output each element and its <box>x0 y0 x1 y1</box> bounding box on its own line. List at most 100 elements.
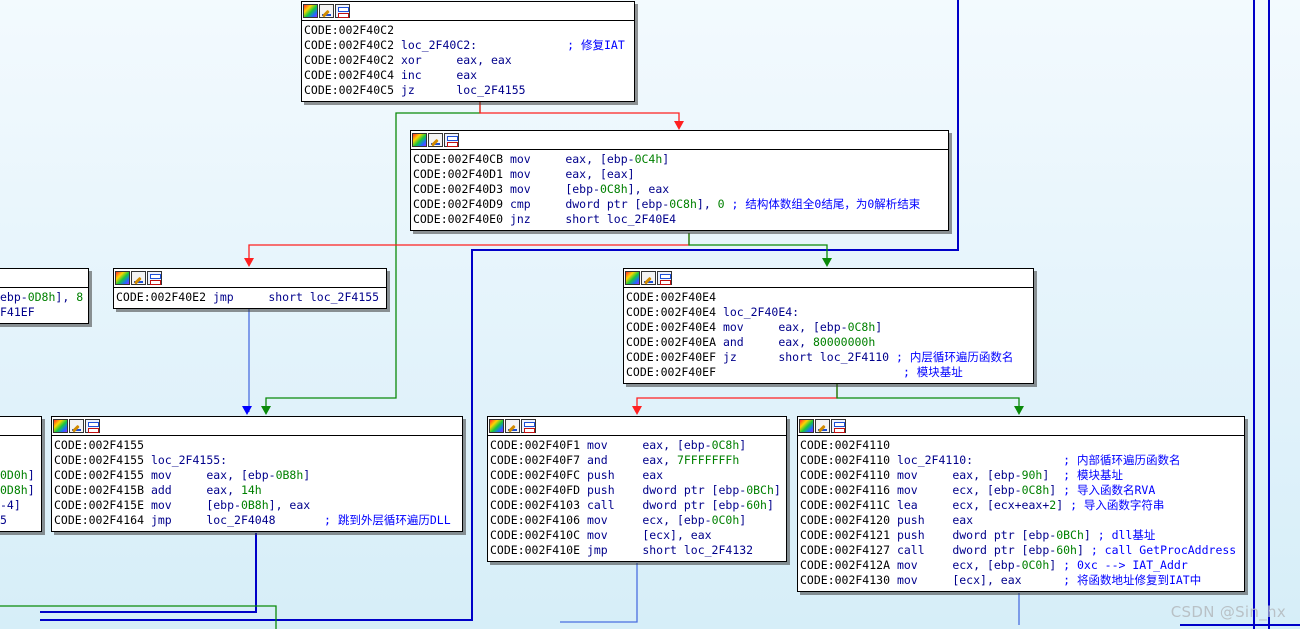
code-line[interactable] <box>0 438 39 453</box>
code-address: CODE:002F4110 <box>800 453 897 467</box>
code-line[interactable]: CODE:002F40D1 mov eax, [eax] <box>413 167 946 182</box>
edge-jz-fall <box>479 101 680 126</box>
code-instruction: ], <box>696 197 718 211</box>
code-line[interactable]: F41EF <box>0 305 86 320</box>
color-palette-icon[interactable] <box>489 419 504 433</box>
code-line[interactable]: CODE:002F4110 <box>800 438 1242 453</box>
code-line[interactable]: CODE:002F4103 call dword ptr [ebp-60h] <box>490 498 784 513</box>
node-header <box>0 417 41 436</box>
code-line[interactable]: CODE:002F40C2 <box>304 23 632 38</box>
rename-pencil-icon[interactable] <box>641 271 656 285</box>
code-line[interactable] <box>0 453 39 468</box>
code-line[interactable]: CODE:002F40D3 mov [ebp-0C8h], eax <box>413 182 946 197</box>
color-palette-icon[interactable] <box>53 419 68 433</box>
code-number: 0C0h <box>1021 558 1050 572</box>
code-line[interactable]: CODE:002F4110 loc_2F4110: ; 内部循环遍历函数名 <box>800 453 1242 468</box>
node-code-lines: 0D0h]0D8h]-4]5 <box>0 436 41 531</box>
code-instruction: lea ecx, [ecx+eax+ <box>896 498 1050 512</box>
code-line[interactable]: CODE:002F40C5 jz loc_2F4155 <box>304 83 632 98</box>
code-line[interactable]: CODE:002F40EF jz short loc_2F4110 ; 内层循环… <box>626 350 1031 365</box>
code-line[interactable]: 0D8h] <box>0 483 39 498</box>
code-number: 0C4h <box>634 152 663 166</box>
graph-node-2F40F1[interactable]: CODE:002F40F1 mov eax, [ebp-0C8h]CODE:00… <box>487 416 787 562</box>
code-address: CODE:002F4110 <box>800 468 897 482</box>
code-address: CODE:002F4164 <box>54 513 151 527</box>
code-line[interactable]: ebp-0D8h], 8 <box>0 290 86 305</box>
graph-view-icon[interactable] <box>335 4 350 18</box>
code-line[interactable]: CODE:002F411C lea ecx, [ecx+eax+2] ; 导入函… <box>800 498 1242 513</box>
code-line[interactable]: CODE:002F4155 <box>54 438 460 453</box>
color-palette-icon[interactable] <box>115 271 130 285</box>
code-line[interactable]: CODE:002F4155 mov eax, [ebp-0B8h] <box>54 468 460 483</box>
graph-node-2F40E2[interactable]: CODE:002F40E2 jmp short loc_2F4155 <box>113 268 387 309</box>
code-line[interactable]: CODE:002F40F1 mov eax, [ebp-0C8h] <box>490 438 784 453</box>
node-header <box>624 269 1033 288</box>
code-line[interactable]: CODE:002F40CB mov eax, [ebp-0C4h] <box>413 152 946 167</box>
rename-pencil-icon[interactable] <box>815 419 830 433</box>
code-comment: ; 内部循环遍历函数名 <box>1063 453 1181 467</box>
code-line[interactable]: CODE:002F40E4 <box>626 290 1031 305</box>
code-line[interactable]: CODE:002F40F7 and eax, 7FFFFFFFh <box>490 453 784 468</box>
code-address: CODE:002F4103 <box>490 498 587 512</box>
code-line[interactable]: CODE:002F410C mov [ecx], eax <box>490 528 784 543</box>
code-line[interactable]: CODE:002F40C2 xor eax, eax <box>304 53 632 68</box>
code-line[interactable]: CODE:002F40C4 inc eax <box>304 68 632 83</box>
code-line[interactable]: 5 <box>0 513 39 528</box>
rename-pencil-icon[interactable] <box>505 419 520 433</box>
graph-view-icon[interactable] <box>831 419 846 433</box>
code-line[interactable]: CODE:002F40FC push eax <box>490 468 784 483</box>
code-line[interactable]: CODE:002F412A mov ecx, [ebp-0C0h] ; 0xc … <box>800 558 1242 573</box>
code-line[interactable]: -4] <box>0 498 39 513</box>
color-palette-icon[interactable] <box>799 419 814 433</box>
code-line[interactable]: CODE:002F410E jmp short loc_2F4132 <box>490 543 784 558</box>
code-line[interactable]: CODE:002F4106 mov ecx, [ebp-0C0h] <box>490 513 784 528</box>
color-palette-icon[interactable] <box>303 4 318 18</box>
rename-pencil-icon[interactable] <box>428 133 443 147</box>
code-instruction: mov eax, [ebp- <box>150 468 276 482</box>
graph-node-partial-left-lower[interactable]: 0D0h]0D8h]-4]5 <box>0 416 42 532</box>
code-line[interactable]: CODE:002F4121 push dword ptr [ebp-0BCh] … <box>800 528 1242 543</box>
code-line[interactable]: CODE:002F40E4 loc_2F40E4: <box>626 305 1031 320</box>
code-line[interactable]: CODE:002F40E2 jmp short loc_2F4155 <box>116 290 384 305</box>
code-address: CODE:002F40E4 <box>626 290 717 304</box>
node-header <box>52 417 462 436</box>
code-line[interactable]: CODE:002F40D9 cmp dword ptr [ebp-0C8h], … <box>413 197 946 212</box>
code-line[interactable]: CODE:002F4164 jmp loc_2F4048 ; 跳到外层循环遍历D… <box>54 513 460 528</box>
color-palette-icon[interactable] <box>625 271 640 285</box>
code-line[interactable]: CODE:002F40EA and eax, 80000000h <box>626 335 1031 350</box>
graph-view-icon[interactable] <box>147 271 162 285</box>
node-header <box>302 2 634 21</box>
code-line[interactable]: CODE:002F415B add eax, 14h <box>54 483 460 498</box>
code-line[interactable]: CODE:002F40E0 jnz short loc_2F40E4 <box>413 212 946 227</box>
code-line[interactable]: CODE:002F40E4 mov eax, [ebp-0C8h] <box>626 320 1031 335</box>
code-line[interactable]: CODE:002F4116 mov ecx, [ebp-0C8h] ; 导入函数… <box>800 483 1242 498</box>
rename-pencil-icon[interactable] <box>131 271 146 285</box>
code-line[interactable]: CODE:002F40C2 loc_2F40C2: ; 修复IAT <box>304 38 632 53</box>
graph-view-icon[interactable] <box>85 419 100 433</box>
code-line[interactable]: CODE:002F4110 mov eax, [ebp-90h] ; 模块基址 <box>800 468 1242 483</box>
rename-pencil-icon[interactable] <box>69 419 84 433</box>
code-number: 0C8h <box>847 320 876 334</box>
code-comment: ; 导入函数名RVA <box>1063 483 1156 497</box>
graph-view-icon[interactable] <box>657 271 672 285</box>
code-line[interactable]: CODE:002F40EF ; 模块基址 <box>626 365 1031 380</box>
rename-pencil-icon[interactable] <box>319 4 334 18</box>
edge-40F1-exit <box>560 563 638 623</box>
code-line[interactable]: CODE:002F4130 mov [ecx], eax ; 将函数地址修复到I… <box>800 573 1242 588</box>
code-line[interactable]: CODE:002F415E mov [ebp-0B8h], eax <box>54 498 460 513</box>
color-palette-icon[interactable] <box>412 133 427 147</box>
graph-view-icon[interactable] <box>444 133 459 147</box>
code-line[interactable]: 0D0h] <box>0 468 39 483</box>
code-line[interactable]: CODE:002F4155 loc_2F4155: <box>54 453 460 468</box>
graph-view-icon[interactable] <box>521 419 536 433</box>
code-line[interactable]: CODE:002F4120 push eax <box>800 513 1242 528</box>
code-line[interactable]: CODE:002F4127 call dword ptr [ebp-60h] ;… <box>800 543 1242 558</box>
graph-node-2F40CB[interactable]: CODE:002F40CB mov eax, [ebp-0C4h]CODE:00… <box>410 130 949 231</box>
code-comment: ; 内层循环遍历函数名 <box>896 350 1014 364</box>
code-line[interactable]: CODE:002F40FD push dword ptr [ebp-0BCh] <box>490 483 784 498</box>
